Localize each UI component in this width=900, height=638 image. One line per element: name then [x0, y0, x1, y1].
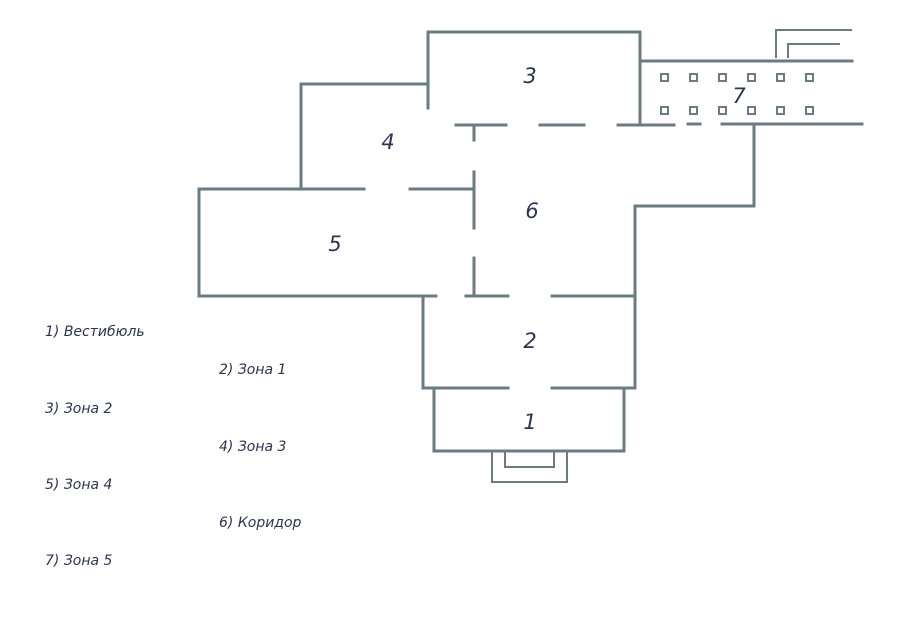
room-label-6: 6	[525, 199, 538, 223]
room-label-1: 1	[523, 410, 536, 434]
legend-item-3: 3) Зона 2	[45, 401, 113, 417]
room-label-4: 4	[381, 130, 394, 154]
legend-item-6: 6) Коридор	[219, 515, 302, 531]
top-right-stairs	[775, 29, 852, 58]
legend-item-5: 5) Зона 4	[45, 477, 113, 493]
room-label-5: 5	[328, 232, 341, 256]
room-label-3: 3	[523, 64, 536, 88]
columns	[660, 73, 814, 115]
room-labels: 1 2 3 4 5 6 7	[328, 64, 746, 434]
legend-item-7: 7) Зона 5	[45, 553, 113, 569]
legend-item-1: 1) Вестибюль	[45, 324, 145, 340]
walls	[197, 30, 864, 453]
legend-item-2: 2) Зона 1	[219, 362, 287, 378]
room-label-7: 7	[732, 84, 746, 108]
room-label-2: 2	[523, 329, 536, 353]
entrance-steps	[491, 451, 568, 483]
legend-item-4: 4) Зона 3	[219, 439, 287, 455]
